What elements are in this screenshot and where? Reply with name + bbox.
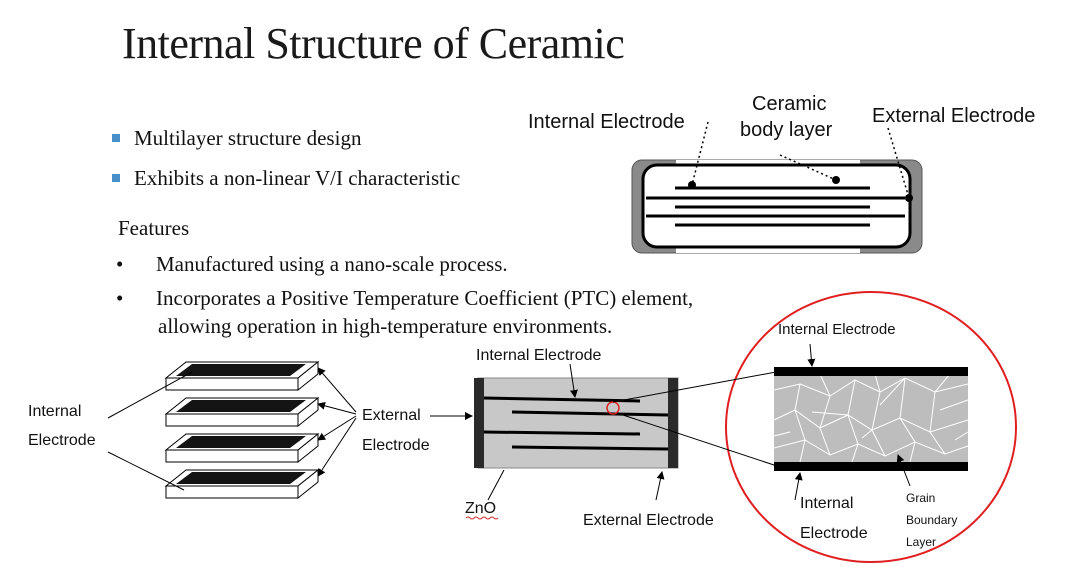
zno-body: [477, 377, 679, 469]
internal-electrode-line: [511, 410, 669, 417]
label-grain: Grain: [906, 491, 935, 505]
chip-marker-dot: [688, 181, 696, 189]
label-body-layer: body layer: [740, 119, 833, 141]
slide-title: Internal Structure of Ceramic: [122, 19, 625, 68]
label-zno: ZnO: [465, 500, 496, 517]
external-electrode-left: [474, 378, 484, 468]
arrow-line: [807, 343, 816, 367]
label-ceramic: Ceramic: [752, 93, 826, 115]
arrow-line: [896, 454, 911, 487]
zoom-connector-line: [619, 413, 781, 468]
label-internal: Internal: [28, 403, 81, 420]
label-external-electrode: External Electrode: [872, 105, 1035, 127]
bullet-item: Multilayer structure design: [112, 126, 361, 151]
arrow-line: [569, 363, 578, 398]
dot-bullet-icon: •: [116, 252, 124, 276]
label-internal-electrode: Internal Electrode: [476, 347, 602, 364]
feature-item: •Manufactured using a nano-scale process…: [116, 252, 508, 276]
label-electrode: Electrode: [28, 432, 96, 449]
label-boundary: Boundary: [906, 513, 957, 527]
stack-layer: [164, 432, 320, 464]
label-internal-electrode: Internal Electrode: [528, 111, 685, 133]
arrow-line: [317, 401, 357, 415]
internal-electrode-bottom-bar: [774, 462, 968, 471]
external-electrode-right: [668, 378, 678, 468]
zoom-connector-line: [612, 371, 777, 403]
label-electrode: Electrode: [362, 437, 430, 454]
leader-line: [691, 121, 709, 186]
cross-section-diagram: Internal Electrode ZnO External Electrod…: [430, 347, 714, 529]
features-heading: Features: [118, 216, 190, 240]
chip-marker-dot: [905, 194, 913, 202]
label-layer: Layer: [906, 535, 936, 549]
stack-layer: [164, 396, 320, 428]
internal-electrode-top-bar: [774, 367, 968, 376]
internal-electrode-line: [511, 445, 669, 451]
zoom-circle-diagram: Internal Electrode Internal Electrode Gr…: [612, 291, 1017, 563]
leader-line: [107, 451, 185, 491]
stack-diagram: Internal Electrode External Electrode: [28, 360, 430, 500]
label-external-electrode: External Electrode: [583, 512, 714, 529]
label-electrode: Electrode: [800, 525, 868, 542]
feature-item: •Incorporates a Positive Temperature Coe…: [116, 286, 694, 310]
label-internal: Internal: [800, 495, 853, 512]
dot-bullet-icon: •: [116, 286, 124, 310]
arrow-line: [317, 417, 357, 477]
feature-continuation: allowing operation in high-temperature e…: [158, 314, 613, 338]
label-external: External: [362, 407, 421, 424]
chip-diagram: Internal Electrode Ceramic body layer Ex…: [528, 93, 1035, 254]
label-internal-electrode: Internal Electrode: [778, 321, 896, 338]
leader-line: [887, 127, 910, 199]
leader-line: [779, 154, 837, 181]
spellcheck-underline: [465, 516, 499, 520]
arrow-line: [317, 367, 357, 413]
leader-line: [487, 469, 505, 501]
stack-layer: [164, 360, 320, 392]
square-bullet-icon: [112, 174, 120, 183]
square-bullet-icon: [112, 134, 120, 143]
internal-electrode-line: [483, 430, 641, 436]
leader-line: [107, 371, 193, 419]
arrow-line: [794, 472, 803, 501]
bullet-item: Exhibits a non-linear V/I characteristic: [112, 166, 460, 191]
stack-layer: [164, 468, 320, 500]
arrow-line: [655, 471, 665, 501]
grain-boundaries: [773, 373, 969, 463]
internal-electrode-line: [483, 396, 641, 403]
arrow-line: [317, 415, 357, 441]
